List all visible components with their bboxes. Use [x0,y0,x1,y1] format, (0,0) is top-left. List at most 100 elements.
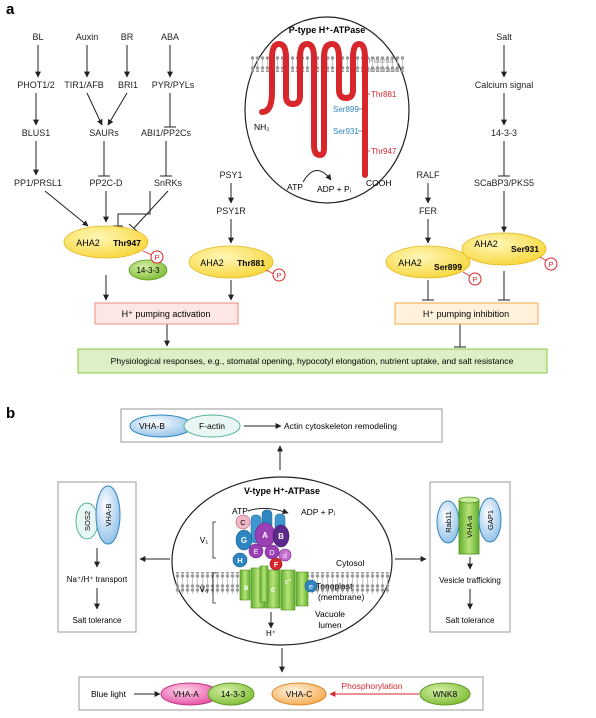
aha2-thr947-complex: AHA2 Thr947 14-3-3 P [63,225,168,281]
atp-hydrolysis-arrow [302,170,332,183]
bottom-14-3-3: 14-3-3 [221,689,246,699]
center-hplus: H⁺ [266,629,276,638]
node-ralf: RALF [416,170,440,180]
node-scabp: SCaBP3/PKS5 [474,178,534,188]
center-v0: V₀ [199,584,209,594]
node-pp2c: PP2C-D [89,178,123,188]
bottom-wnk8: WNK8 [433,689,458,699]
cooh-label: COOH [366,178,392,188]
center-vacuole-2: lumen [318,620,341,630]
outcome-label: Physiological responses, e.g., stomatal … [111,356,514,366]
protein-14-3-3-ellipse [128,259,168,281]
top-factin: F-actin [199,421,225,431]
right-gap1-ellipse [478,497,502,543]
subunit-A: A [262,531,268,540]
receptor-tir1: TIR1/AFB [64,80,104,90]
phospho-p-1 [150,250,164,264]
subunit-B-shape [272,524,290,548]
aha2-label-3: AHA2 [398,258,422,268]
bottom-vha-a: VHA-A [173,689,199,699]
node-abi1: ABI1/PP2Cs [141,128,192,138]
center-ellipse [171,476,393,646]
hormone-aba: ABA [161,32,179,42]
phospho-p-4-label: P [548,260,553,269]
panel-a-label: a [6,1,15,18]
aha2-ellipse-4 [461,232,547,266]
aha2-label-1: AHA2 [76,238,100,248]
center-vacuole-1: Vacuole [315,609,345,619]
bottom-14-3-3-ellipse [207,682,255,706]
inset-adp: ADP + Pᵢ [317,184,351,194]
activation-box [94,302,239,325]
panel-b-label: b [6,405,15,422]
right-rab11: Rab11 [444,511,453,533]
right-tolerance: Salt tolerance [446,616,495,625]
top-vha-b: VHA-B [139,421,165,431]
node-14-3-3-salt: 14-3-3 [491,128,517,138]
subunit-H: H [237,556,242,565]
subunit-B: B [278,532,284,541]
receptor-phot: PHOT1/2 [17,80,55,90]
subunit-c: c [271,585,276,594]
bottom-blue-light: Blue light [91,689,127,699]
membrane-label-1: Plasma [368,56,394,65]
aha2-ellipse-2 [188,245,274,279]
node-saurs: SAURs [89,128,119,138]
p-type-helix-chain [259,41,368,178]
bottom-phosphorylation: Phosphorylation [342,681,403,691]
bottom-vha-c-ellipse [271,682,327,706]
subunit-E: E [253,547,258,556]
site-ser931: Ser931 [511,244,539,254]
protein-14-3-3: 14-3-3 [136,266,160,275]
right-vha-a: VHA-a [465,515,474,538]
subunit-D: D [269,548,275,557]
inset-atp: ATP [287,182,303,192]
inset-title: P-type H⁺-ATPase [289,25,366,35]
subunit-c2: c" [285,579,292,586]
inset-thr881: Thr881 [371,90,397,99]
inhibition-box [394,302,539,325]
center-v1: V₁ [200,535,209,545]
phospho-p-2 [272,268,286,282]
receptor-pyr: PYR/PYLs [152,80,195,90]
center-adp: ADP + Pᵢ [301,507,335,517]
center-title: V-type H⁺-ATPase [244,486,320,496]
subunit-F: F [274,562,279,569]
left-vha-b-ellipse [95,485,121,545]
subunit-G: G [241,536,247,545]
bottom-vha-c: VHA-C [286,689,312,699]
hormone-auxin: Auxin [76,32,99,42]
phospho-p-3 [468,272,482,286]
v-type-atpase-inset: V-type H⁺-ATPase Cytosol Tonoplast (memb… [171,476,393,646]
aha2-thr881-complex: AHA2 Thr881 P [188,245,286,282]
aha2-ellipse-1 [63,225,149,259]
phospho-p-4 [544,257,558,271]
node-psy1: PSY1 [219,170,242,180]
node-fer: FER [419,206,438,216]
phospho-p-1-label: P [154,253,159,262]
hormone-br: BR [121,32,134,42]
subunit-a: a [244,583,249,592]
outcome-box [77,348,548,374]
center-tonoplast-1: Tonoplast [316,581,353,591]
phospho-p-3-label: P [472,275,477,284]
bottom-wnk8-ellipse [419,682,471,706]
inhibition-label: H⁺ pumping inhibition [423,309,509,319]
top-result: Actin cytoskeleton remodeling [284,421,397,431]
node-snrks: SnRKs [154,178,183,188]
aha2-ser931-complex: AHA2 Ser931 P [461,232,558,271]
site-thr881: Thr881 [237,258,265,268]
membrane-label-2: membrane [363,65,399,74]
subunit-e: e [309,582,313,591]
inset-ser899: Ser899 [333,105,359,114]
aha2-ser899-complex: AHA2 Ser899 P [385,245,482,286]
subunit-d: d [283,553,287,560]
left-vha-b: VHA-B [104,504,113,527]
aha2-label-2: AHA2 [200,258,224,268]
site-ser899: Ser899 [434,262,462,272]
hormone-salt: Salt [496,32,512,42]
site-thr947: Thr947 [113,238,141,248]
aha2-ellipse-3 [385,245,471,279]
right-gap1: GAP1 [486,510,495,530]
